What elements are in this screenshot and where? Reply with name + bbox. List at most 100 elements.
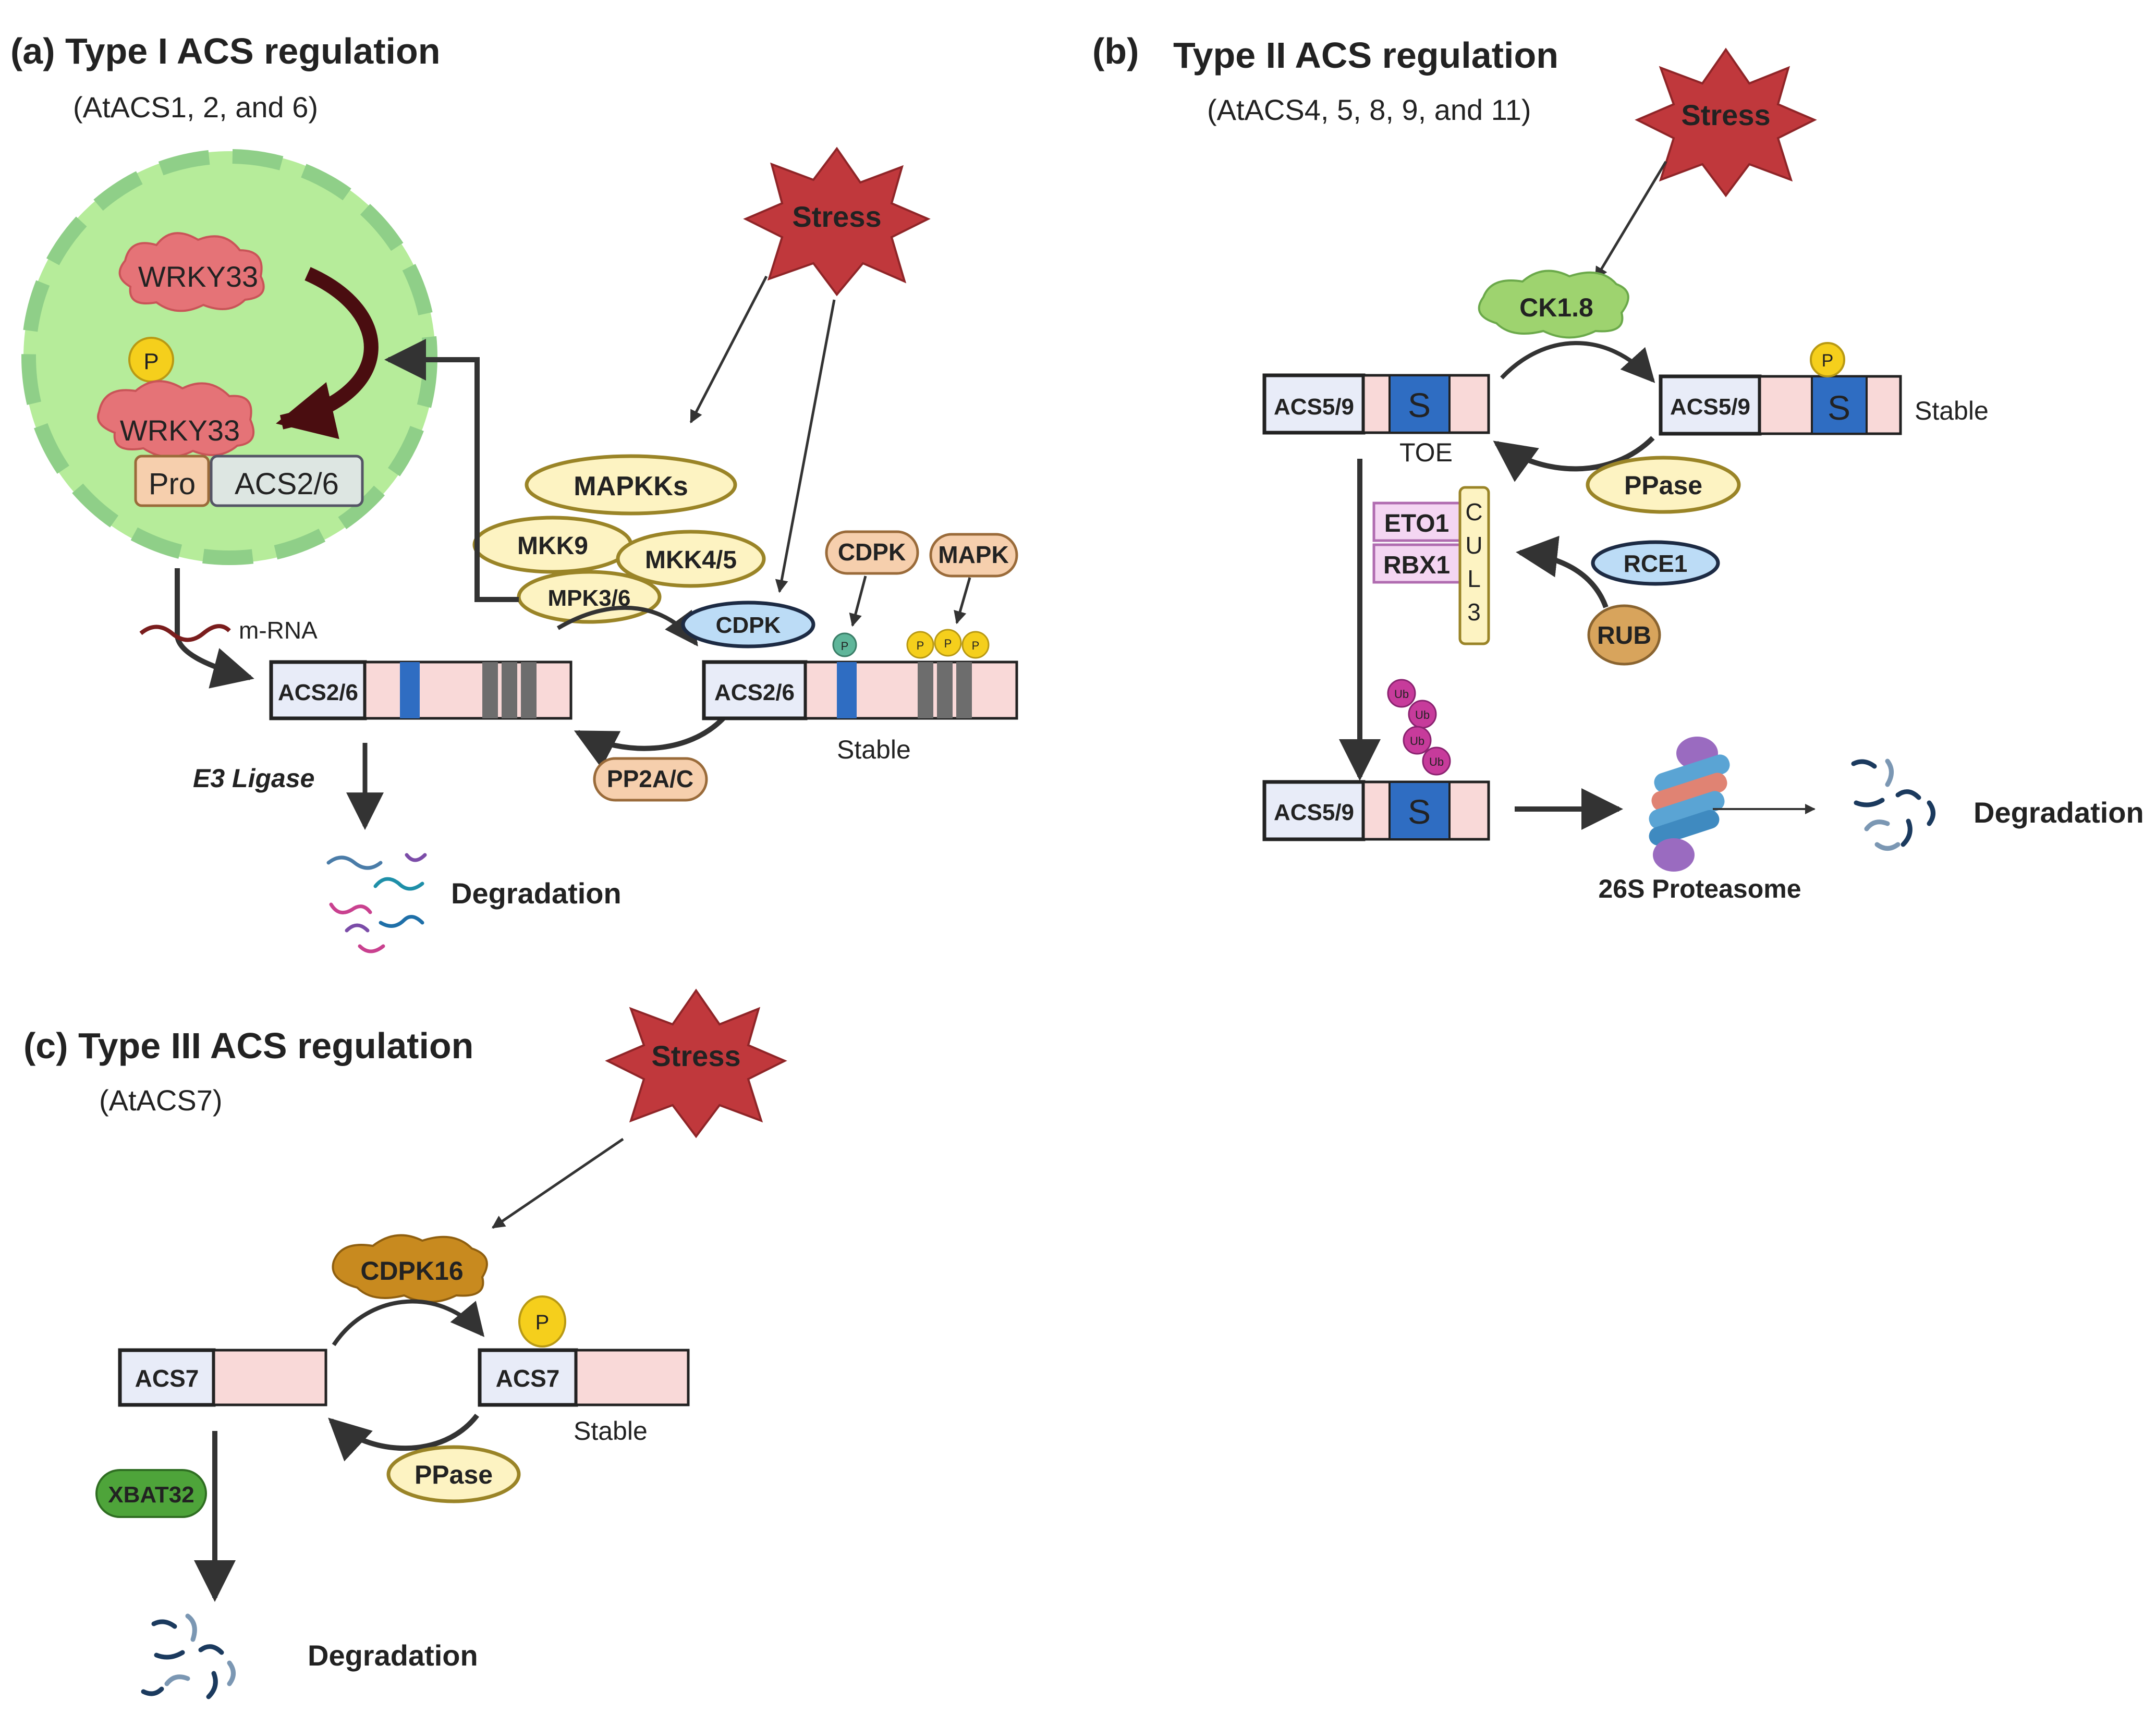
pp2a-label: PP2A/C: [607, 765, 693, 792]
ppase-b-oval: PPase: [1586, 456, 1741, 514]
panel-b-letter: (b): [1092, 31, 1139, 71]
mkk45-label: MKK4/5: [645, 546, 737, 574]
ppase-c-dephosphorylation-arrow: [328, 1413, 479, 1462]
promoter-box: Pro: [134, 455, 210, 507]
stress-to-ck18-arrow: [1594, 161, 1667, 280]
acs59-protein-left: ACS5/9 S: [1262, 373, 1490, 435]
mapk-site-label: MAPK: [938, 541, 1008, 568]
acs26-gene-label: ACS2/6: [235, 467, 339, 501]
ub-label-4: Ub: [1429, 755, 1444, 768]
stress-star-a: Stress: [743, 146, 931, 297]
mapk-label-box: MAPK: [929, 533, 1018, 578]
cdpk-phosphosite-label: P: [841, 640, 849, 653]
cul3-box: C UL 3: [1458, 486, 1490, 645]
degradation-b-label: Degradation: [1974, 796, 2144, 829]
mapk-phosphosites-icon: P P P: [906, 629, 990, 659]
acs26-right-label: ACS2/6: [714, 680, 795, 705]
mapkks-oval: MAPKKs: [525, 454, 737, 516]
wrky33-bottom-label: WRKY33: [120, 414, 240, 447]
cul3-letter-3: 3: [1467, 598, 1481, 626]
acs7-phosphate-label: P: [535, 1311, 550, 1334]
rbx1-label: RBX1: [1383, 552, 1450, 579]
acs26-protein-left: ACS2/6: [269, 660, 573, 720]
acs26-protein-right: ACS2/6: [702, 660, 1018, 720]
cdpk-site-arrow: [849, 576, 867, 627]
mkk9-label: MKK9: [517, 532, 588, 560]
xbat32-box: XBAT32: [95, 1469, 207, 1518]
ppase-dephosphorylation-arrow: [1493, 436, 1655, 482]
ck18-kinase: CK1.8: [1478, 270, 1629, 339]
dephosphorylation-arrow: [574, 715, 727, 768]
cdpk-bound-label: CDPK: [716, 613, 781, 638]
stress-b-label: Stress: [1681, 99, 1770, 131]
cul3-letter-c: C: [1465, 498, 1482, 525]
eto1-box: ETO1: [1372, 501, 1461, 542]
panel-c-subtitle: (AtACS7): [99, 1084, 223, 1117]
mapk-site-arrow: [954, 577, 971, 625]
mrna-label: m-RNA: [239, 617, 318, 644]
stress-star-c: Stress: [605, 988, 787, 1139]
acs59-phosphate-icon: P: [1810, 342, 1845, 377]
mrna-icon: [139, 624, 231, 642]
stable-b-label: Stable: [1915, 396, 1989, 425]
panel-c: (c) Type III ACS regulation (AtACS7) Str…: [23, 988, 787, 1699]
pp2a-box: PP2A/C: [593, 757, 708, 802]
panel-a-subtitle: (AtACS1, 2, and 6): [73, 91, 318, 124]
acs7-phosphate-icon: P: [518, 1295, 566, 1348]
toe-label: TOE: [1399, 438, 1453, 467]
mapk-phosphosite-label-3: P: [972, 639, 980, 652]
ub-label-2: Ub: [1415, 708, 1430, 721]
ppase-c-label: PPase: [415, 1460, 493, 1489]
mkk9-oval: MKK9: [472, 516, 633, 574]
mkk45-oval: MKK4/5: [616, 530, 766, 588]
promoter-label: Pro: [149, 467, 196, 501]
cul3-letter-u: U: [1465, 532, 1482, 559]
panel-b-title: Type II ACS regulation: [1173, 35, 1558, 76]
ub-label-1: Ub: [1394, 688, 1409, 701]
ppase-b-label: PPase: [1624, 471, 1702, 500]
s-domain-bottom-label: S: [1408, 792, 1431, 831]
cdpk-bound-oval: CDPK: [681, 601, 815, 648]
acs59-right-label: ACS5/9: [1670, 394, 1750, 420]
rub-label: RUB: [1597, 622, 1651, 650]
acs7-protein-left: ACS7: [118, 1348, 327, 1407]
panel-a-title: Type I ACS regulation: [65, 31, 441, 71]
s-domain-left-label: S: [1408, 386, 1431, 424]
acs59-phosphate-label: P: [1822, 351, 1834, 371]
e3-ligase-label: E3 Ligase: [193, 764, 314, 793]
stress-to-mapkk-arrow: [689, 275, 768, 424]
cdpk-phosphosite-icon: P: [832, 632, 857, 657]
cdpk-site-label: CDPK: [838, 538, 906, 566]
acs26-left-label: ACS2/6: [278, 680, 358, 705]
mapk-phosphosite-label-2: P: [944, 637, 952, 650]
stress-a-label: Stress: [792, 200, 881, 233]
eto1-label: ETO1: [1384, 510, 1449, 537]
acs26-gene-box: ACS2/6: [210, 455, 364, 507]
wrky33-protein-top: WRKY33: [118, 232, 265, 312]
cul3-letter-l: L: [1467, 565, 1481, 592]
acs7-left-label: ACS7: [135, 1365, 199, 1392]
degraded-protein-icon-a: [326, 853, 427, 953]
panel-b: (b) Type II ACS regulation (AtACS4, 5, 8…: [1092, 31, 2144, 903]
proteasome-icon: [1649, 737, 1730, 872]
rbx1-box: RBX1: [1372, 543, 1461, 584]
s-domain-right-label: S: [1828, 388, 1850, 427]
panel-a-letter: (a): [10, 31, 55, 71]
panel-b-subtitle: (AtACS4, 5, 8, 9, and 11): [1207, 93, 1531, 126]
acs7-protein-right: ACS7: [478, 1348, 690, 1407]
ck18-label: CK1.8: [1519, 293, 1593, 322]
rce1-oval: RCE1: [1591, 540, 1720, 586]
xbat32-label: XBAT32: [108, 1482, 194, 1508]
wrky33-top-label: WRKY33: [138, 260, 258, 293]
panel-a: (a) Type I ACS regulation (AtACS1, 2, an…: [10, 31, 1018, 953]
acs59-left-label: ACS5/9: [1274, 394, 1354, 420]
mapkks-label: MAPKKs: [574, 471, 688, 501]
degraded-protein-icon-c: [141, 1613, 236, 1699]
rce1-label: RCE1: [1624, 550, 1688, 577]
ub-label-3: Ub: [1410, 735, 1424, 748]
stress-c-label: Stress: [651, 1039, 740, 1072]
proteasome-label: 26S Proteasome: [1598, 874, 1801, 903]
degradation-a-label: Degradation: [451, 877, 622, 910]
stable-a-label: Stable: [837, 735, 911, 764]
